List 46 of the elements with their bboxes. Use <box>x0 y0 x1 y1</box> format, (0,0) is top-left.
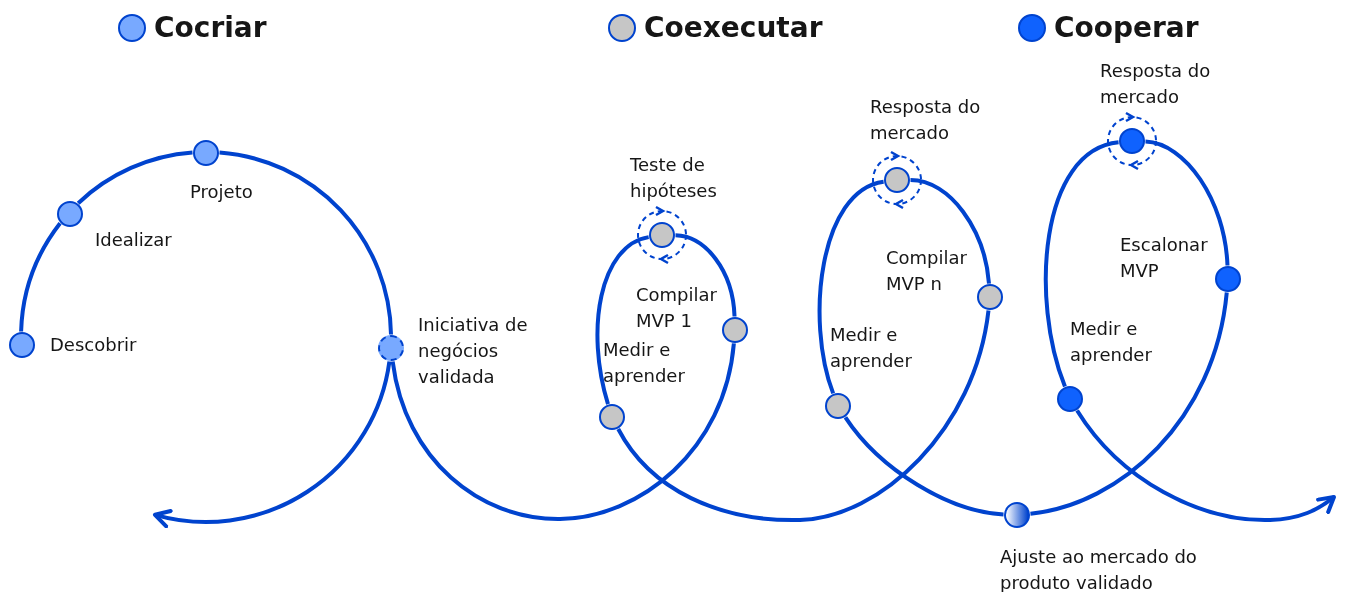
step-label: Compilar MVP n <box>886 246 968 296</box>
step-label: Medir e aprender <box>830 323 913 373</box>
step-dot <box>1214 265 1241 292</box>
path-line <box>19 222 62 332</box>
path-line <box>1030 292 1229 516</box>
arrow <box>153 361 392 528</box>
step-label: Descobrir <box>50 333 138 357</box>
step-label: Compilar MVP 1 <box>636 283 718 333</box>
step-dot <box>192 139 219 166</box>
path-line <box>595 235 650 405</box>
legend-label: Coexecutar <box>644 11 823 45</box>
step-label: Ajuste ao mercado do produto validado <box>1000 545 1198 592</box>
path-line <box>843 416 1004 517</box>
step-dot <box>1056 385 1083 412</box>
path-line <box>817 179 885 394</box>
step-dot <box>883 166 910 193</box>
path-line <box>1145 139 1230 266</box>
step-label: Escalonar MVP <box>1120 233 1209 283</box>
legend-label: Cocriar <box>154 11 267 45</box>
step-dot <box>721 316 748 343</box>
step-label: Teste de hipóteses <box>630 153 718 203</box>
path-line <box>910 178 991 284</box>
step-dot <box>1118 127 1145 154</box>
step-dot <box>648 221 675 248</box>
step-dot <box>1003 501 1030 528</box>
step-dot <box>377 334 404 361</box>
path-line <box>616 310 991 522</box>
step-dot <box>824 392 851 419</box>
step-label: Iniciativa de negócios validada <box>418 313 529 389</box>
step-dot <box>56 200 83 227</box>
step-label: Idealizar <box>95 228 173 252</box>
arrow <box>1075 409 1336 522</box>
path-line <box>390 343 736 521</box>
path-line <box>1043 140 1120 388</box>
step-label: Projeto <box>190 180 254 204</box>
legend-label: Cooperar <box>1054 11 1199 45</box>
step-dot <box>976 283 1003 310</box>
path-line <box>76 150 193 205</box>
step-dot <box>8 331 35 358</box>
path-line <box>219 150 393 335</box>
step-label: Resposta do mercado <box>870 95 982 145</box>
path-line <box>675 233 737 317</box>
step-label: Resposta do mercado <box>1100 59 1212 109</box>
step-label: Medir e aprender <box>1070 317 1153 367</box>
step-dot <box>598 403 625 430</box>
step-label: Medir e aprender <box>603 338 686 388</box>
